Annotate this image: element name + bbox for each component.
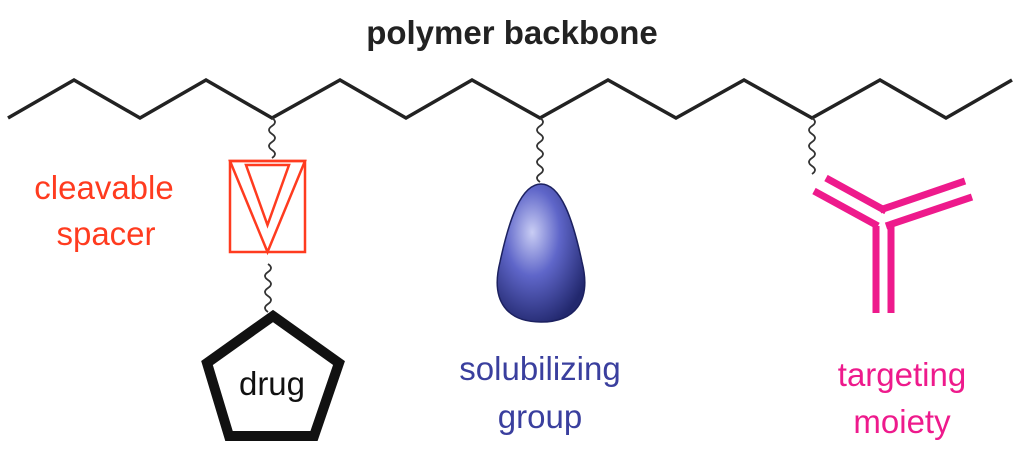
wavy-linker-drug <box>264 263 272 313</box>
drug-label: drug <box>239 365 305 402</box>
targeting-moiety-label-line1: targeting <box>838 356 966 393</box>
cleavable-spacer-label-line1: cleavable <box>34 169 173 206</box>
wavy-linker-solubilizing <box>536 117 544 183</box>
antibody-y-icon <box>812 174 974 313</box>
inverted-triangle-in-square-icon <box>228 159 307 256</box>
wavy-linker-targeting <box>808 117 816 175</box>
teardrop-icon <box>496 183 586 323</box>
cleavable-spacer-label-line2: spacer <box>56 215 155 252</box>
solubilizing-group-label-line2: group <box>498 398 582 435</box>
wavy-linker-spacer <box>268 117 276 159</box>
pentagon-icon <box>201 309 345 441</box>
solubilizing-group-label-line1: solubilizing <box>459 350 620 387</box>
targeting-moiety-label-line2: moiety <box>853 403 951 440</box>
diagram-title: polymer backbone <box>366 14 658 51</box>
polymer-backbone <box>7 77 1013 121</box>
